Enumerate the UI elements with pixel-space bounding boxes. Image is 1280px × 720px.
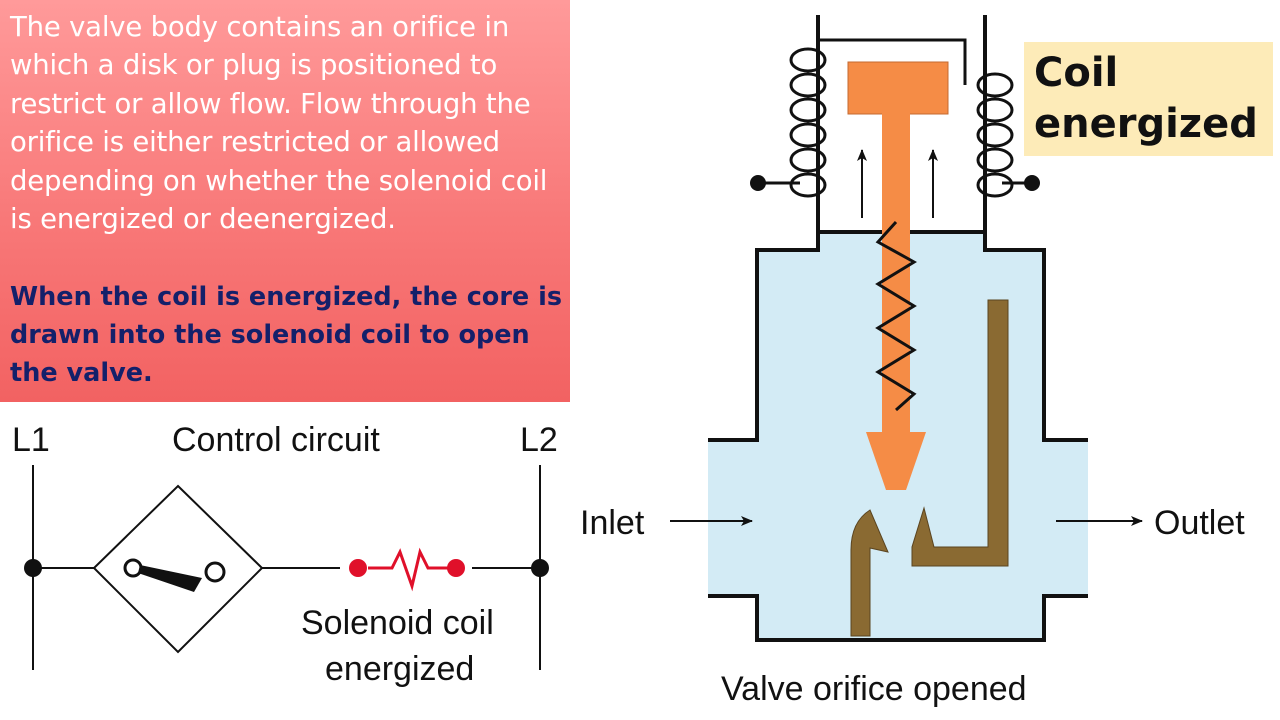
coil-terminal-left — [750, 175, 766, 191]
valve-seat — [850, 299, 1009, 637]
coil-terminal-right — [1024, 175, 1040, 191]
solenoid-coil-icon — [340, 547, 472, 592]
node-L2 — [531, 559, 549, 577]
badge-line1: Coil — [1034, 50, 1119, 96]
description-paragraph: The valve body contains an orifice in wh… — [10, 11, 548, 236]
switch-icon — [92, 484, 264, 654]
valve-caption: Valve orifice opened — [721, 670, 1027, 708]
description-emphasis: When the coil is energized, the core is … — [10, 282, 562, 388]
coil-label-line2: energized — [325, 650, 474, 688]
label-L1: L1 — [12, 421, 50, 459]
valve-body — [708, 232, 1088, 640]
coil-label-line1: Solenoid coil — [301, 604, 494, 642]
description-box: The valve body contains an orifice in wh… — [0, 0, 570, 402]
outlet-label: Outlet — [1154, 504, 1245, 542]
state-badge: Coil energized — [1024, 42, 1273, 156]
node-L1 — [24, 559, 42, 577]
plunger — [847, 61, 949, 490]
control-circuit: L1 Control circuit L2 Solenoid coil ener… — [12, 421, 558, 688]
coil-windings-icon — [789, 38, 1014, 198]
badge-line2: energized — [1034, 101, 1258, 147]
inlet-label: Inlet — [580, 504, 645, 542]
label-L2: L2 — [520, 421, 558, 459]
control-circuit-title: Control circuit — [172, 421, 380, 459]
spring — [875, 220, 917, 412]
